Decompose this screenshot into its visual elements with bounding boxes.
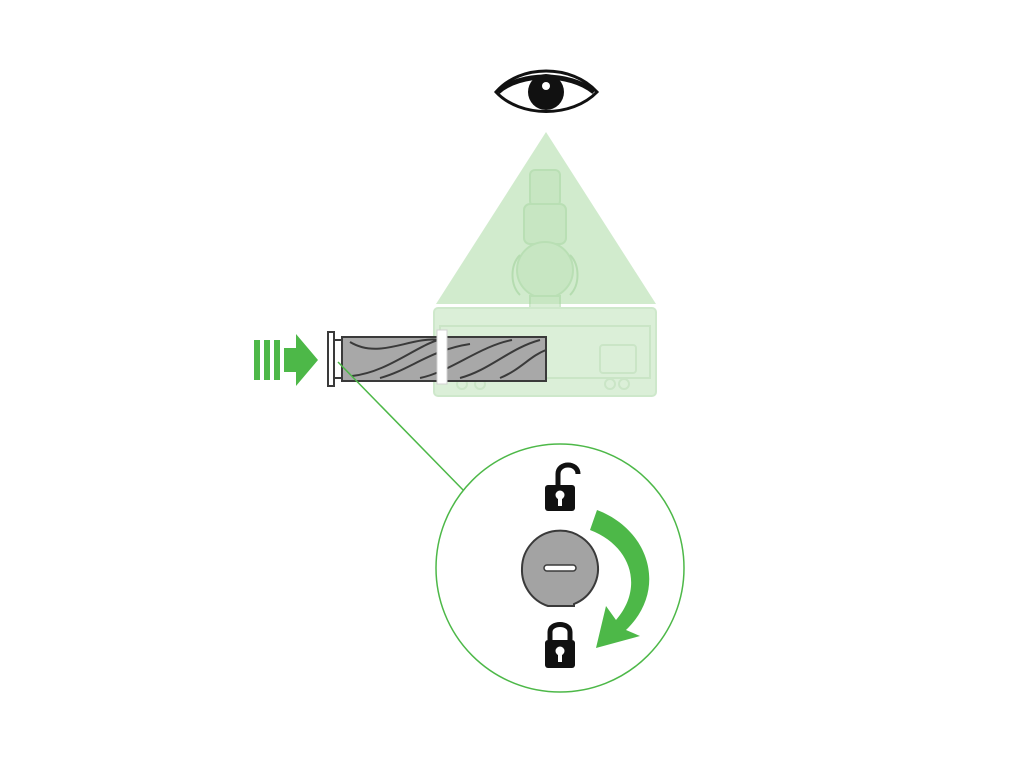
- locked-padlock-icon: [545, 622, 575, 668]
- end-cap-lock-dial: [520, 529, 599, 607]
- callout-leader-line: [337, 361, 467, 494]
- eye-icon: [493, 69, 600, 113]
- clockwise-rotate-arrow-icon: [590, 510, 650, 648]
- push-arrow-icon: [254, 334, 318, 386]
- brush-roller: [327, 329, 547, 387]
- unlocked-padlock-icon: [545, 462, 581, 511]
